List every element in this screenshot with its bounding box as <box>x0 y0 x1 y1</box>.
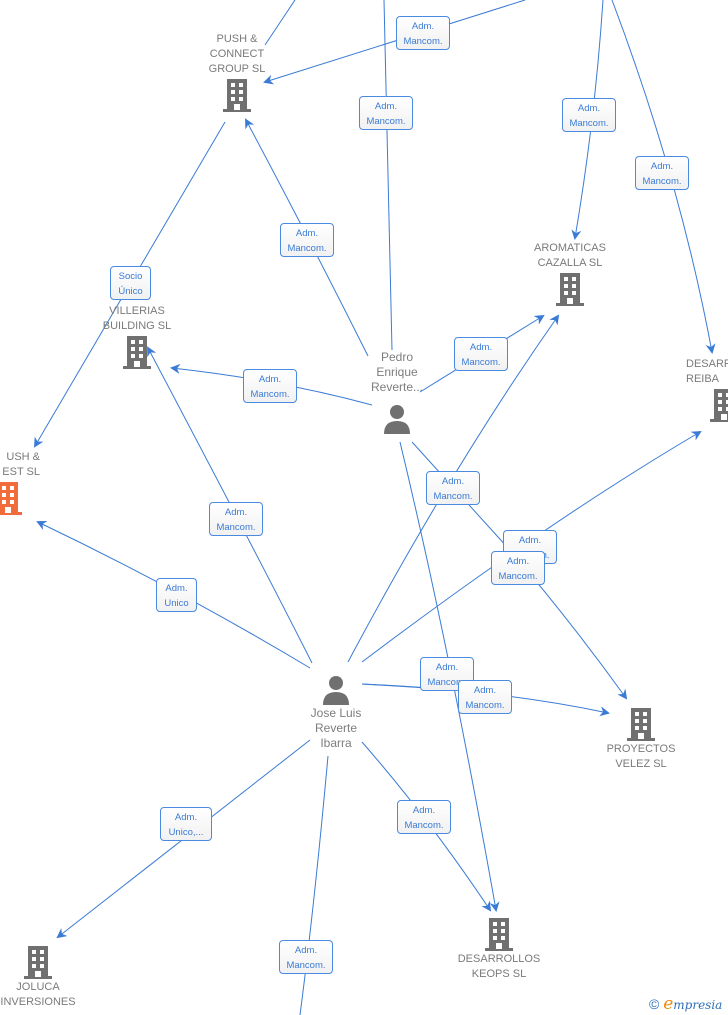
relation-badge[interactable]: Adm. Mancom. <box>397 800 451 834</box>
company-label: PUSH & CONNECT GROUP SL <box>208 33 266 75</box>
company-node-desarrollos-keops[interactable]: DESARROLLOS KEOPS SL <box>454 916 544 982</box>
company-label: VILLERIAS BUILDING SL <box>102 305 172 332</box>
relation-badge[interactable]: Adm. Mancom. <box>491 551 545 585</box>
relation-badge[interactable]: Adm. Unico <box>156 578 197 612</box>
company-label: USH & EST SL <box>2 451 40 478</box>
company-node-joluca-inversiones[interactable]: JOLUCA INVERSIONES <box>0 944 78 1010</box>
company-label: DESARROLLOS KEOPS SL <box>457 953 541 980</box>
relation-badge[interactable]: Adm. Mancom. <box>458 680 512 714</box>
company-label: PROYECTOS VELEZ SL <box>606 743 676 770</box>
company-label: JOLUCA INVERSIONES <box>0 981 76 1008</box>
relation-badge[interactable]: Adm. Mancom. <box>280 223 334 257</box>
building-icon <box>123 336 151 369</box>
empresia-logo: © empresia <box>649 994 722 1014</box>
relation-badge[interactable]: Adm. Mancom. <box>426 471 480 505</box>
person-label: Pedro Enrique Reverte... <box>370 350 424 394</box>
person-node-pedro-enrique-reverte[interactable]: Pedro Enrique Reverte... <box>357 350 437 435</box>
relation-badge[interactable]: Adm. Mancom. <box>454 337 508 371</box>
relation-badge[interactable]: Adm. Mancom. <box>279 940 333 974</box>
relation-badge[interactable]: Socio Único <box>110 266 151 300</box>
relation-badge[interactable]: Adm. Mancom. <box>396 16 450 50</box>
person-label: Jose Luis Reverte Ibarra <box>310 706 362 750</box>
copyright-symbol: © <box>649 996 660 1012</box>
person-icon <box>384 405 410 434</box>
brand-name: mpresia <box>673 998 723 1012</box>
building-icon-highlighted <box>0 482 22 515</box>
person-node-jose-luis-reverte-ibarra[interactable]: Jose Luis Reverte Ibarra <box>296 674 376 751</box>
brand-initial: e <box>663 994 674 1014</box>
company-label: DESARR REIBA <box>686 358 728 385</box>
person-icon <box>323 676 349 705</box>
relation-badge[interactable]: Adm. Mancom. <box>243 369 297 403</box>
company-node-proyectos-velez[interactable]: PROYECTOS VELEZ SL <box>601 706 681 772</box>
building-icon <box>223 79 251 112</box>
relation-badge[interactable]: Adm. Unico,... <box>160 807 212 841</box>
relation-badge[interactable]: Adm. Mancom. <box>359 96 413 130</box>
company-node-aromaticas-cazalla[interactable]: AROMATICAS CAZALLA SL <box>529 241 611 307</box>
building-icon <box>485 918 513 951</box>
building-icon <box>556 273 584 306</box>
company-node-villerias-building[interactable]: VILLERIAS BUILDING SL <box>97 304 177 370</box>
relation-badge[interactable]: Adm. Mancom. <box>562 98 616 132</box>
company-node-push-connect-group[interactable]: PUSH & CONNECT GROUP SL <box>197 32 277 113</box>
building-icon <box>627 708 655 741</box>
relation-badge[interactable]: Adm. Mancom. <box>635 156 689 190</box>
company-node-push-invest[interactable]: USH & EST SL <box>0 450 40 516</box>
relation-badge[interactable]: Adm. Mancom. <box>209 502 263 536</box>
company-node-desarrollos-reiba[interactable]: DESARR REIBA <box>686 357 728 423</box>
company-label: AROMATICAS CAZALLA SL <box>534 242 606 269</box>
building-icon <box>24 946 52 979</box>
building-icon <box>710 389 728 422</box>
